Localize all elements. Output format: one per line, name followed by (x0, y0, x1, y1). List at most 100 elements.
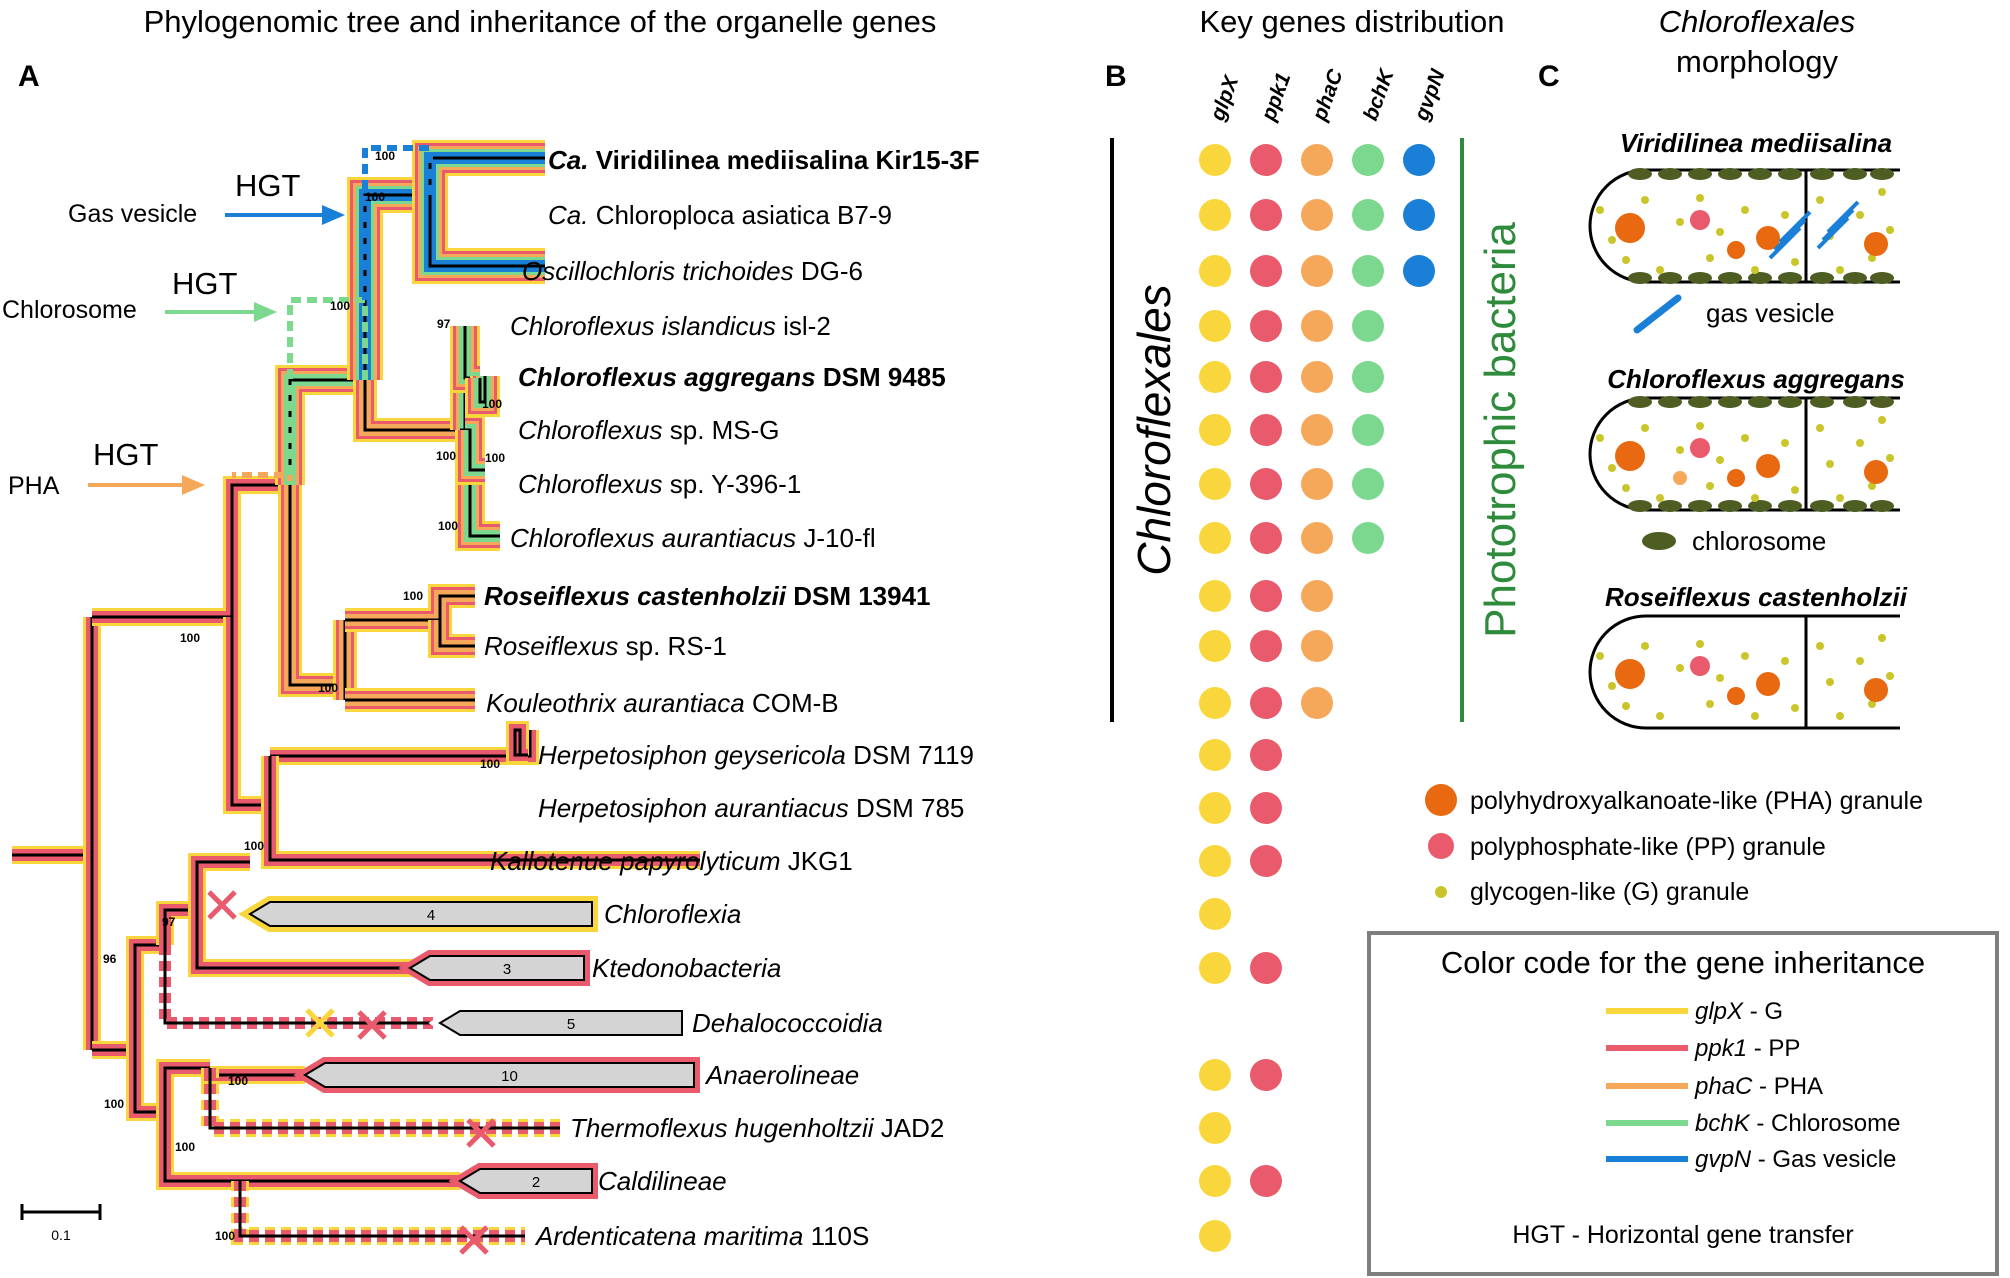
glycogen-granule-icon (1791, 486, 1799, 494)
taxon-label: Ca. Chloroploca asiatica B7-9 (548, 200, 892, 230)
legend-entry: gvpN - Gas vesicle (1695, 1146, 1896, 1173)
hgt-chlorosome: Chlorosome HGT (2, 266, 277, 324)
gene-presence-dot (1250, 1165, 1282, 1197)
scale-label: 0.1 (51, 1227, 71, 1243)
pha-granule-icon (1756, 454, 1780, 478)
taxon-strain: sp. MS-G (663, 415, 780, 445)
taxon-label: Roseiflexus castenholzii DSM 13941 (484, 581, 931, 611)
gene-presence-dot (1352, 361, 1384, 393)
glycogen-granule-icon (1656, 494, 1664, 502)
glycogen-granule-icon (1656, 266, 1664, 274)
branch (92, 483, 290, 619)
taxon-genus: Ktedonobacteria (592, 953, 781, 983)
legend-desc: - Gas vesicle (1751, 1146, 1896, 1173)
branch (238, 1181, 525, 1238)
glycogen-granule-icon (1696, 422, 1704, 430)
arrow-head-icon (254, 302, 277, 322)
taxon-genus: Ardenticatena maritima (534, 1221, 803, 1251)
hgt-label: HGT (93, 437, 159, 472)
glycogen-granule-icon (1596, 652, 1604, 660)
branch (288, 485, 345, 687)
glycogen-granule-icon (1641, 642, 1649, 650)
gene-presence-dot (1301, 630, 1333, 662)
taxon-label: Anaerolineae (704, 1060, 859, 1090)
chlorosome-icon (1688, 396, 1712, 408)
gene-presence-dot (1301, 687, 1333, 719)
branch (230, 617, 270, 807)
taxon-label: Herpetosiphon geysericola DSM 7119 (538, 740, 974, 770)
taxon-label: Herpetosiphon aurantiacus DSM 785 (538, 793, 964, 823)
gene-presence-dot (1199, 199, 1231, 231)
chlorosome-icon (1748, 500, 1772, 512)
glycogen-granule-icon (1781, 211, 1789, 219)
g-granule-icon (1435, 886, 1447, 898)
legend-title: Color code for the gene inheritance (1441, 945, 1925, 980)
panel-c-letter: C (1538, 60, 1560, 93)
legend-gene: phaC (1694, 1073, 1753, 1100)
gene-presence-dot (1199, 580, 1231, 612)
chlorosome-icon (1688, 272, 1712, 284)
gene-presence-dot (1199, 1165, 1231, 1197)
bootstrap-value: 100 (180, 631, 200, 645)
gene-presence-dot (1250, 580, 1282, 612)
gene-presence-dot (1352, 468, 1384, 500)
chlorosome-icon (1748, 272, 1772, 284)
taxon-genus: Ca. (548, 145, 588, 175)
bootstrap-value: 100 (330, 299, 350, 313)
gene-presence-dot (1199, 630, 1231, 662)
chlorosome-icon (1778, 396, 1802, 408)
branch (195, 910, 420, 970)
taxon-strain: sp. Y-396-1 (663, 469, 802, 499)
pp-granule-icon (1428, 833, 1454, 859)
hgt-label: HGT (172, 266, 238, 301)
branch (363, 193, 430, 380)
chlorosome-icon (1778, 168, 1802, 180)
gene-presence-dot (1199, 414, 1231, 446)
bootstrap-value: 100 (436, 449, 456, 463)
taxon-genus: Herpetosiphon geysericola (538, 740, 846, 770)
glycogen-granule-icon (1751, 712, 1759, 720)
hgt-target-label: Gas vesicle (68, 200, 197, 228)
taxon-genus: Caldilineae (598, 1166, 727, 1196)
pha-granule-icon (1615, 213, 1645, 243)
taxon-strain: JAD2 (874, 1113, 945, 1143)
bootstrap-value: 97 (437, 317, 451, 331)
panel-b-letter: B (1105, 60, 1127, 93)
taxon-strain: COM-B (745, 688, 839, 718)
taxon-label: Thermoflexus hugenholtzii JAD2 (570, 1113, 944, 1143)
panel-b-title: Key genes distribution (1199, 4, 1504, 39)
chlorosome-icon (1810, 272, 1834, 284)
gene-presence-dot (1250, 1059, 1282, 1091)
legend-gene: glpX (1695, 998, 1744, 1025)
clade-wedge (248, 901, 593, 927)
bootstrap-value: 100 (375, 149, 395, 163)
chlorosome-icon (1718, 272, 1742, 284)
hgt-target-label: PHA (8, 472, 60, 500)
hgt-gas-vesicle: Gas vesicle HGT (68, 168, 345, 228)
taxon-label: Chloroflexia (604, 899, 741, 929)
branch (133, 1050, 165, 1114)
gene-presence-dot (1199, 739, 1231, 771)
gene-presence-dot (1199, 898, 1231, 930)
chlorosome-label: chlorosome (1692, 526, 1826, 556)
chlorosome-icon (1810, 396, 1834, 408)
glycogen-granule-icon (1641, 196, 1649, 204)
pha-granule-icon (1425, 784, 1457, 816)
taxon-genus: Anaerolineae (704, 1060, 859, 1090)
granule-label: polyhydroxyalkanoate-like (PHA) granule (1470, 787, 1923, 815)
pha-granule-icon (1727, 469, 1745, 487)
branch-halo (92, 479, 290, 623)
glycogen-granule-icon (1596, 206, 1604, 214)
gene-presence-dot (1301, 310, 1333, 342)
clade-count: 3 (503, 961, 511, 978)
glycogen-granule-icon (1836, 494, 1844, 502)
glycogen-granule-icon (1791, 704, 1799, 712)
glycogen-granule-icon (1886, 672, 1894, 680)
panel-a-letter: A (18, 60, 40, 93)
gas-vesicle-icon (1768, 226, 1802, 260)
glycogen-granule-icon (1676, 446, 1684, 454)
gene-presence-dot (1199, 522, 1231, 554)
legend-entry: phaC - PHA (1694, 1073, 1823, 1100)
gene-presence-dot (1250, 739, 1282, 771)
gene-presence-dot (1301, 255, 1333, 287)
